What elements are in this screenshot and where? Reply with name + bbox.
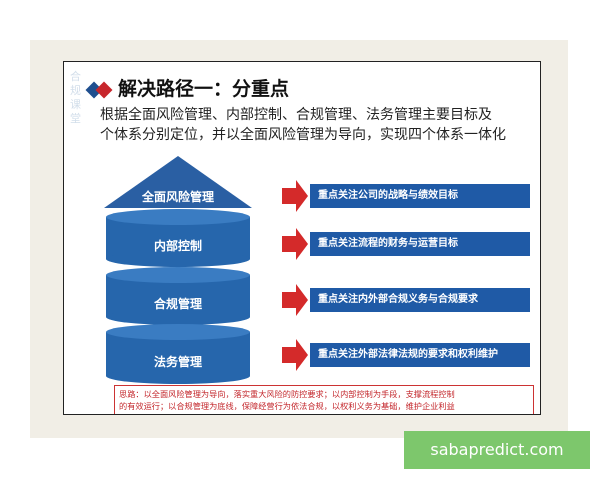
strategy-note: 思路：以全面风险管理为导向，落实重大风险的防控要求；以内部控制为手段，支撑流程控… — [114, 385, 534, 414]
slide-title: 解决路径一：分重点 — [118, 78, 290, 100]
goal-legal: 重点关注外部法律法规的要求和权利维护 — [310, 343, 530, 367]
goal-internal-control: 重点关注流程的财务与运营目标 — [310, 232, 530, 256]
layer-stack — [104, 156, 308, 384]
watermark: 合规课堂 — [70, 70, 81, 125]
layer-label-legal: 法务管理 — [153, 355, 202, 369]
layer-label-compliance: 合规管理 — [153, 297, 202, 311]
layer-cylinder-internal-control — [106, 209, 250, 267]
intro-text: 根据全面风险管理、内部控制、合规管理、法务管理主要目标及 个体系分别定位，并以全… — [100, 105, 540, 145]
arrow-right-icon — [282, 339, 308, 371]
layer-cylinder-compliance — [106, 267, 250, 325]
slide: 合规课堂 解决路径一：分重点 根据全面风险管理、内部控制、合规管理、法务管理主要… — [63, 61, 541, 415]
note-line-1: 思路：以全面风险管理为导向，落实重大风险的防控要求；以内部控制为手段，支撑流程控… — [119, 389, 455, 399]
note-line-2: 的有效运行；以合规管理为底线，保障经营行为依法合规，以权利义务为基础，维护企业利… — [119, 401, 455, 411]
goal-risk: 重点关注公司的战略与绩效目标 — [310, 184, 530, 208]
layer-label-risk: 全面风险管理 — [141, 190, 214, 204]
arrow-right-icon — [282, 180, 308, 212]
layer-triangle — [104, 156, 252, 208]
goal-compliance: 重点关注内外部合规义务与合规要求 — [310, 288, 530, 312]
intro-line-2: 个体系分别定位，并以全面风险管理为导向，实现四个体系一体化 — [100, 127, 506, 143]
diamond-icon — [85, 81, 113, 99]
brand-tag[interactable]: sabapredict.com — [404, 431, 590, 469]
layer-label-internal-control: 内部控制 — [153, 239, 202, 253]
intro-line-1: 根据全面风险管理、内部控制、合规管理、法务管理主要目标及 — [100, 107, 492, 123]
arrow-right-icon — [282, 228, 308, 260]
arrow-right-icon — [282, 284, 308, 316]
layer-cylinder-legal — [106, 324, 250, 384]
